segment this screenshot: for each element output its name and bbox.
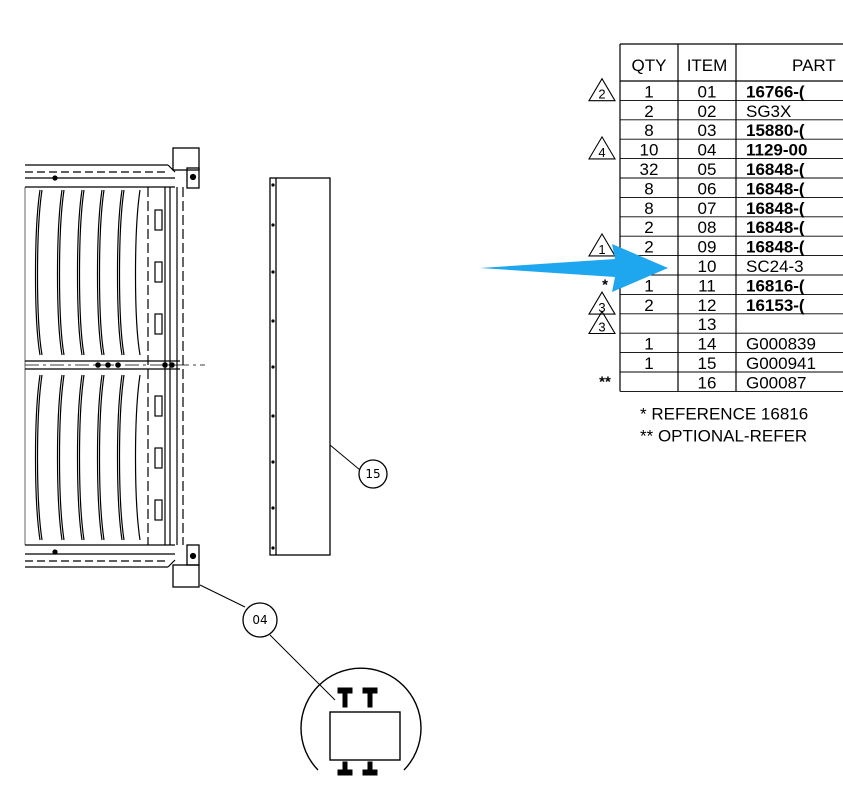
bom-qty-cell: 1 (644, 354, 653, 373)
panel-item-15 (269, 177, 361, 556)
bom-item-cell: 11 (698, 276, 716, 295)
bom-part-cell: 16848-( (746, 160, 805, 179)
bom-qty-cell: 8 (644, 179, 653, 198)
bom-item-cell: 06 (698, 179, 717, 198)
bom-qty-cell: 2 (644, 296, 653, 315)
revision-triangle-icon (588, 310, 616, 335)
bom-qty-cell: 1 (644, 335, 653, 354)
bom-header-part: PART (792, 56, 836, 75)
revision-triangle-icon (588, 135, 616, 160)
bom-item-cell: 08 (698, 218, 717, 237)
bom-item-cell: 05 (698, 160, 717, 179)
bom-item-cell: 13 (698, 315, 717, 334)
revision-triangle-icon (588, 232, 616, 257)
bom-part-cell: SC24-3 (746, 257, 804, 276)
bom-flag-number: 3 (598, 320, 605, 335)
svg-text:15: 15 (365, 467, 380, 481)
bom-part-cell: 16848-( (746, 179, 805, 198)
bom-item-cell: 01 (698, 82, 717, 101)
bom-qty-cell: 32 (640, 160, 659, 179)
bom-qty-cell: 2 (644, 218, 653, 237)
bom-qty-cell: 1 (644, 276, 653, 295)
bom-part-cell: 16848-( (746, 199, 805, 218)
bom-item-cell: 16 (698, 373, 717, 392)
bom-item-cell: 14 (698, 335, 717, 354)
bom-qty-cell: 2 (644, 238, 653, 257)
bom-item-cell: 02 (698, 102, 717, 121)
bom-part-cell: 1129-00 (746, 141, 807, 160)
bom-flag-number: 4 (598, 145, 605, 160)
bom-qty-cell: 8 (644, 121, 653, 140)
bom-note: ** OPTIONAL-REFER (640, 426, 807, 445)
bom-flag-asterisk: ** (599, 374, 611, 391)
bom-qty-cell: 10 (640, 141, 659, 160)
frame-assembly (24, 147, 205, 588)
bom-flag-asterisk: * (602, 277, 608, 294)
bom-flag-number: 3 (598, 300, 605, 315)
bom-flag-number: 1 (598, 242, 605, 257)
bom-item-cell: 12 (698, 296, 717, 315)
bom-item-cell: 03 (698, 121, 717, 140)
bom-part-cell: 15880-( (746, 121, 805, 140)
bom-header-qty: QTY (632, 56, 667, 75)
balloon-15: 15 (358, 459, 388, 489)
bom-item-cell: 15 (698, 354, 717, 373)
bom-item-cell: 10 (698, 257, 717, 276)
bom-part-cell: 16848-( (746, 238, 805, 257)
bom-part-cell: G000941 (746, 354, 816, 373)
detail-view-bracket (300, 667, 422, 776)
bom-part-cell: G00087 (746, 373, 807, 392)
bom-note: * REFERENCE 16816 (640, 404, 808, 423)
bom-part-cell: G000839 (746, 335, 816, 354)
bom-qty-cell: 1 (644, 82, 653, 101)
bom-part-cell: 16848-( (746, 218, 805, 237)
callout-arrow (480, 244, 668, 292)
bom-item-cell: 04 (698, 141, 717, 160)
balloon-04: 04 (199, 584, 336, 701)
bom-item-cell: 07 (698, 199, 717, 218)
bom-qty-cell: 8 (644, 199, 653, 218)
svg-text:04: 04 (252, 613, 267, 627)
bom-part-cell: 16816-( (746, 276, 805, 295)
bom-part-cell: 16766-( (746, 82, 805, 101)
revision-triangle-icon (588, 291, 616, 315)
bom-item-cell: 09 (698, 238, 717, 257)
bom-flag-number: 2 (598, 87, 605, 102)
revision-triangle-icon (588, 77, 616, 102)
bom-qty-cell: 2 (644, 102, 653, 121)
bom-part-cell: 16153-( (746, 296, 805, 315)
bom-part-cell: SG3X (746, 102, 791, 121)
bom-header-item: ITEM (687, 56, 728, 75)
